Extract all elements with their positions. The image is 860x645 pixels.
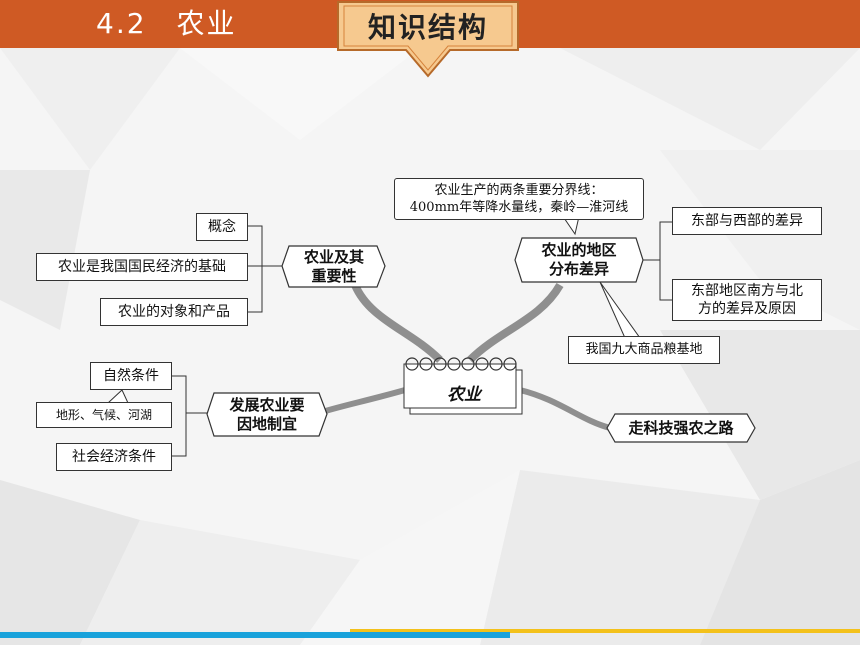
bottom-stripe-blue <box>0 632 510 638</box>
leaf-economy-basis: 农业是我国国民经济的基础 <box>36 253 248 281</box>
badge-label: 知识结构 <box>367 11 488 44</box>
node-importance: 农业及其 重要性 <box>303 247 364 285</box>
leaf-concept: 概念 <box>196 213 248 241</box>
leaf-socioeconomic: 社会经济条件 <box>56 443 172 471</box>
leaf-north-south: 东部地区南方与北 方的差异及原因 <box>672 279 822 321</box>
note-grain-bases: 我国九大商品粮基地 <box>568 336 720 364</box>
note-terrain-climate: 地形、气候、河湖 <box>36 402 172 428</box>
leaf-natural-conditions: 自然条件 <box>90 362 172 390</box>
mindmap-center: 农业 <box>447 385 481 405</box>
section-badge: 知识结构 <box>330 0 526 82</box>
node-technology: 走科技强农之路 <box>628 418 734 437</box>
bottom-stripe-yellow <box>350 629 860 633</box>
leaf-objects-products: 农业的对象和产品 <box>100 298 248 326</box>
node-distribution: 农业的地区 分布差异 <box>541 241 617 278</box>
node-development: 发展农业要 因地制宜 <box>229 395 305 433</box>
leaf-east-west: 东部与西部的差异 <box>672 207 822 235</box>
note-boundary-lines: 农业生产的两条重要分界线： 400mm年等降水量线，秦岭—淮河线 <box>394 178 644 220</box>
section-title: 4.2 农业 <box>96 7 237 40</box>
